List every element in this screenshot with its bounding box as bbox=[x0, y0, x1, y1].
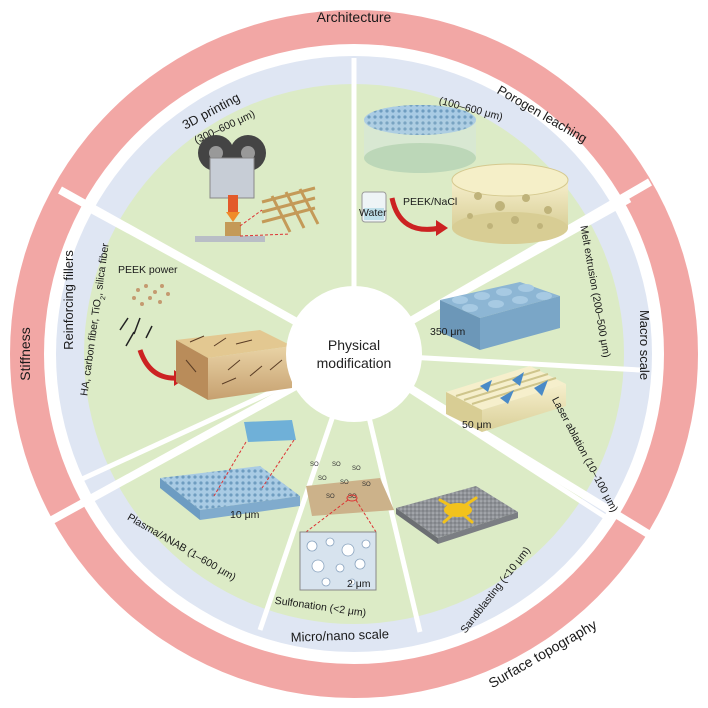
label-macro-scale: Macro scale bbox=[637, 310, 652, 380]
label-melt-scale: 350 μm bbox=[430, 326, 465, 338]
so3h-1: SO bbox=[310, 462, 319, 468]
label-sulfo-scale: 2 μm bbox=[347, 578, 371, 590]
center-line-1: Physical bbox=[328, 337, 380, 353]
so3h-7: SO bbox=[326, 494, 335, 500]
printer-illustration bbox=[195, 135, 320, 242]
label-peek-nacl: PEEK/NaCl bbox=[403, 196, 457, 208]
label-water: Water bbox=[359, 207, 387, 219]
so3h-5: SO bbox=[340, 480, 349, 486]
label-micro-nano-scale: Micro/nano scale bbox=[290, 626, 389, 644]
label-peek-power: PEEK power bbox=[118, 264, 178, 276]
label-stiffness: Stiffness bbox=[17, 327, 33, 380]
so3h-3: SO bbox=[352, 466, 361, 472]
so3h-6: SO bbox=[362, 482, 371, 488]
fillers-illustration: HA, carbon fiber, TiO2, silica fiber PEE… bbox=[78, 242, 292, 400]
label-plasma-scale: 10 μm bbox=[230, 509, 260, 521]
label-reinforcing-fillers: Reinforcing fillers bbox=[61, 250, 76, 350]
porogen-illustration: Water PEEK/NaCl bbox=[359, 105, 569, 244]
center-line-2: modification bbox=[317, 355, 392, 371]
so3h-2: SO bbox=[332, 462, 341, 468]
so3h-4: SO bbox=[318, 476, 327, 482]
label-laser-scale: 50 μm bbox=[462, 419, 492, 431]
so3h-8: SO bbox=[348, 494, 357, 500]
center-circle bbox=[286, 286, 422, 422]
sulfonation-illustration: SO SO SO SO SO SO SO SO 2 μm Sulfonation… bbox=[274, 462, 394, 619]
label-architecture: Architecture bbox=[317, 9, 392, 25]
